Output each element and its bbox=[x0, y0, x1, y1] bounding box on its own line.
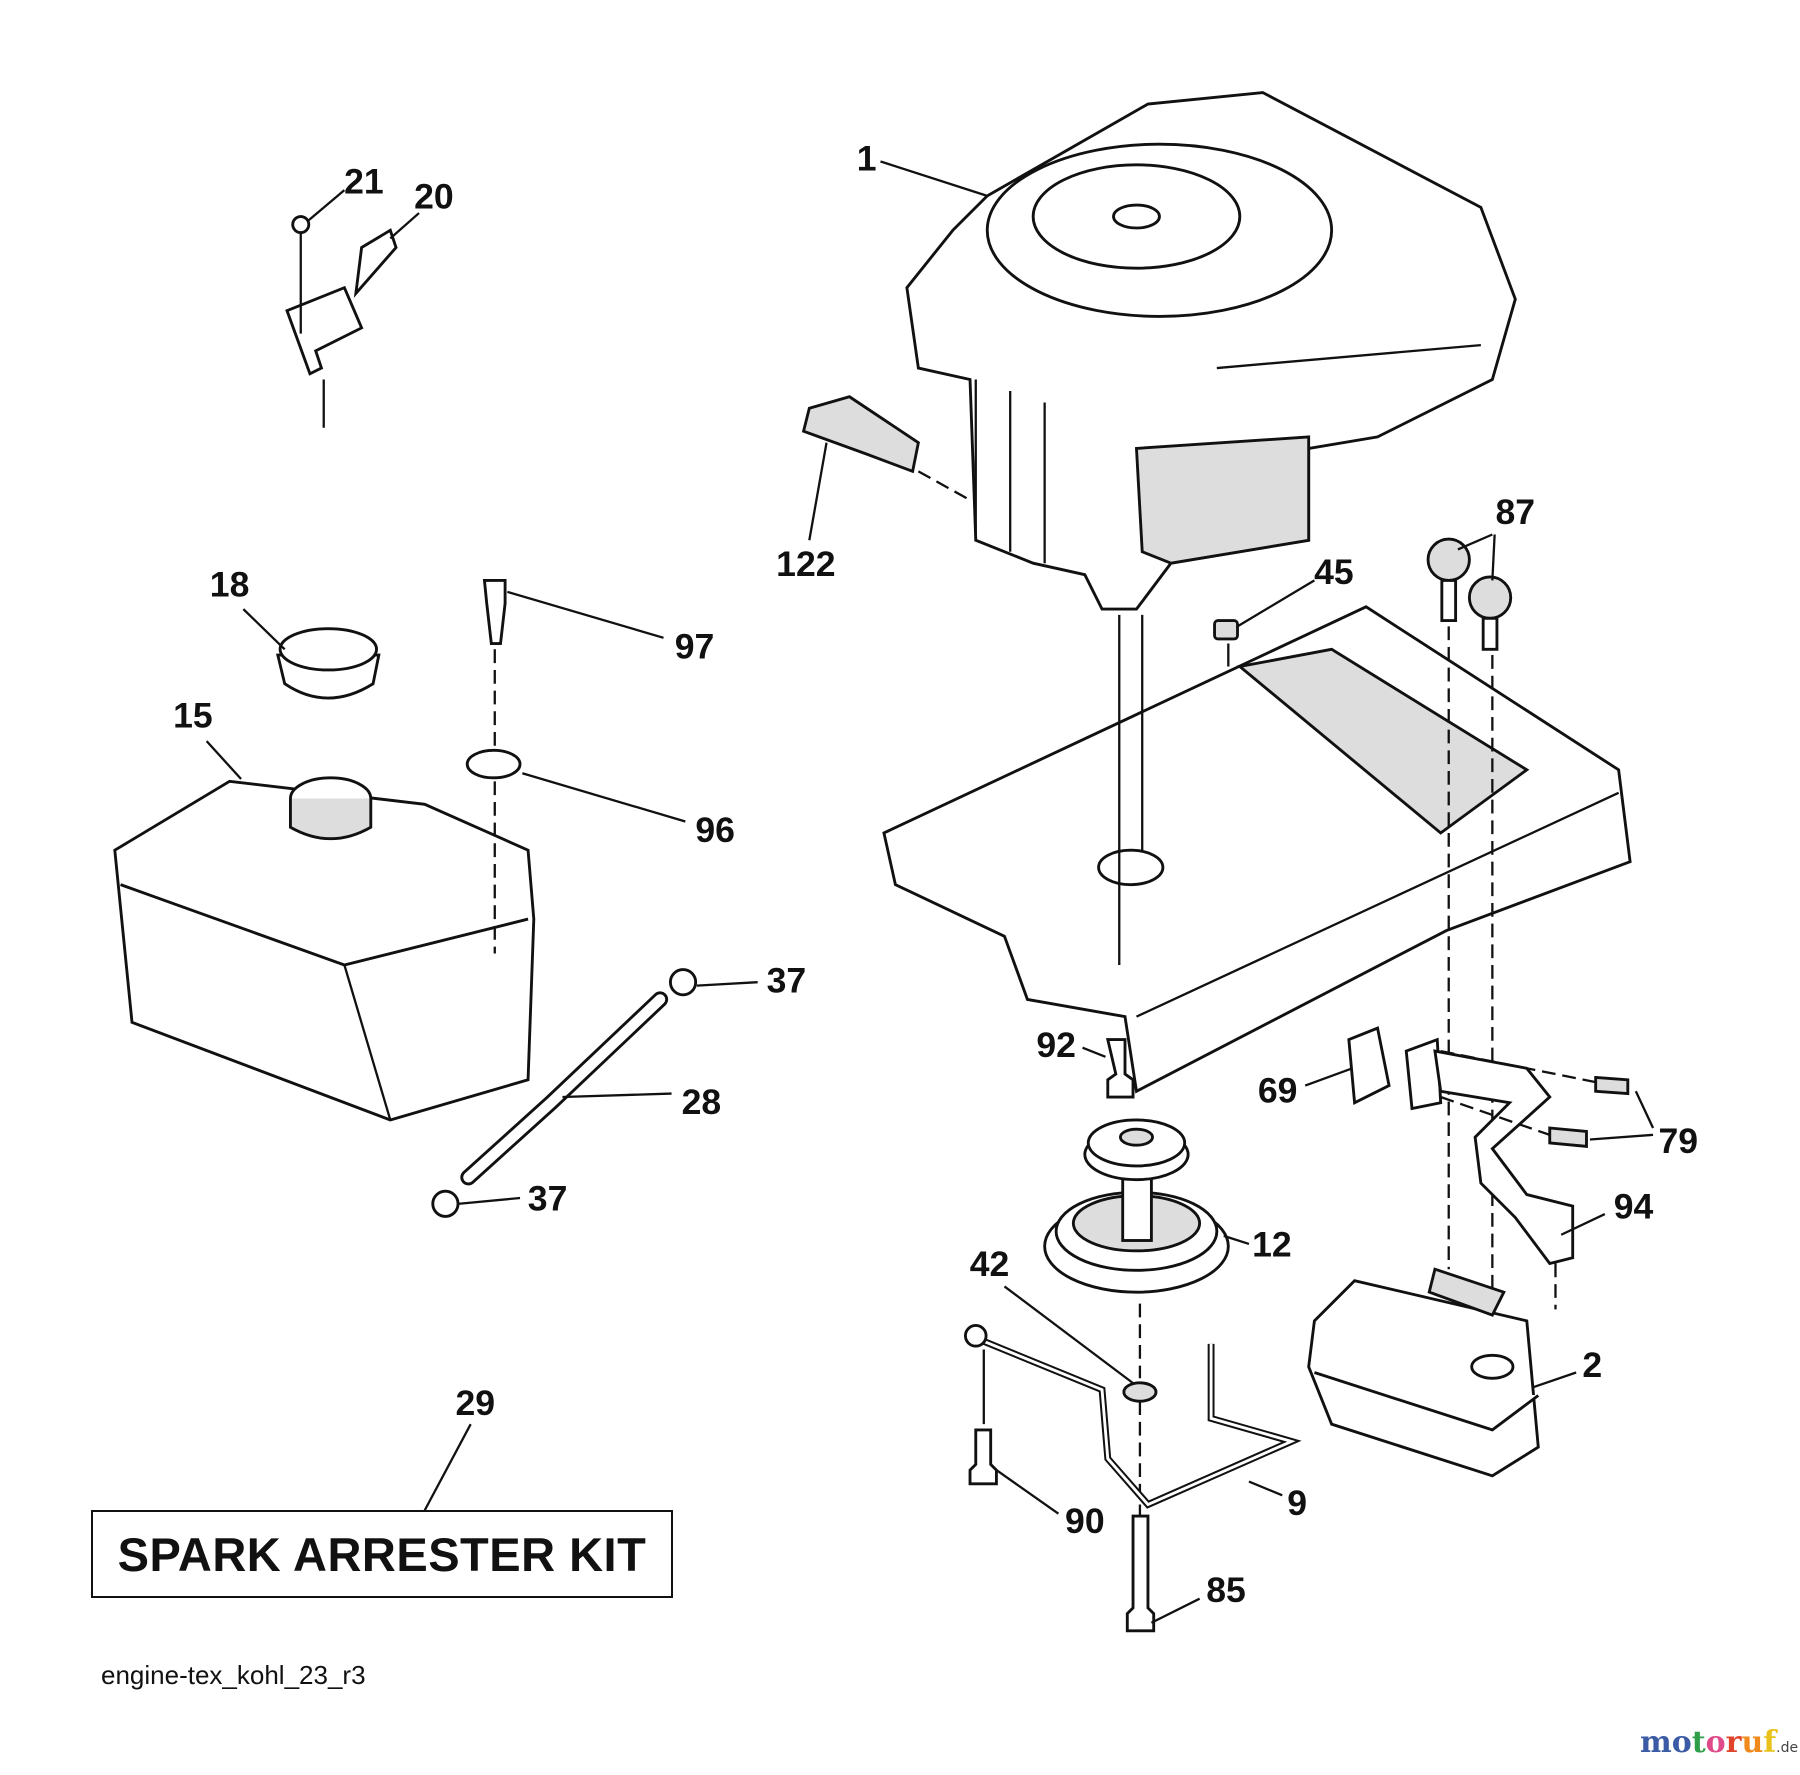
part-label-20: 20 bbox=[414, 176, 454, 216]
rod-part bbox=[974, 1334, 1302, 1509]
bolt-part bbox=[1426, 537, 1513, 651]
clamp-part bbox=[668, 968, 698, 997]
part-label-87: 87 bbox=[1496, 492, 1536, 532]
spark-arrester-kit-label: SPARK ARRESTER KIT bbox=[117, 1527, 647, 1581]
bolt-part bbox=[968, 1428, 998, 1486]
watermark-letter: o bbox=[1705, 1725, 1726, 1760]
watermark-letter: r bbox=[1725, 1725, 1742, 1760]
screw-part bbox=[482, 578, 507, 645]
part-label-85: 85 bbox=[1206, 1570, 1246, 1610]
watermark-logo: motoruf.de bbox=[1640, 1725, 1798, 1760]
part-label-15: 15 bbox=[173, 695, 213, 735]
part-label-21: 21 bbox=[344, 162, 384, 202]
nut-part bbox=[1213, 619, 1239, 641]
spark-arrester-kit-box: SPARK ARRESTER KIT bbox=[91, 1510, 673, 1598]
part-label-29: 29 bbox=[455, 1383, 495, 1423]
muffler-part bbox=[1307, 1267, 1540, 1478]
part-label-2: 2 bbox=[1582, 1345, 1602, 1385]
throttle-control-part bbox=[285, 215, 398, 428]
gasket-part bbox=[1404, 1037, 1443, 1111]
shield-part bbox=[801, 395, 920, 474]
gasket-part bbox=[1347, 1026, 1391, 1105]
watermark-letter: m bbox=[1640, 1725, 1672, 1760]
engine-part bbox=[905, 91, 1517, 611]
clamp-part bbox=[431, 1189, 460, 1218]
engine-mount-plate bbox=[882, 605, 1632, 1094]
part-label-18: 18 bbox=[210, 564, 250, 604]
watermark-name: motoruf bbox=[1640, 1725, 1776, 1760]
watermark-letter: o bbox=[1671, 1725, 1692, 1760]
part-label-69: 69 bbox=[1258, 1071, 1298, 1111]
part-label-90: 90 bbox=[1065, 1501, 1105, 1541]
watermark-tld: .de bbox=[1776, 1740, 1799, 1756]
part-label-37: 37 bbox=[767, 961, 807, 1001]
part-label-37: 37 bbox=[528, 1179, 568, 1219]
part-label-45: 45 bbox=[1314, 552, 1354, 592]
part-label-94: 94 bbox=[1614, 1187, 1654, 1227]
part-label-42: 42 bbox=[970, 1244, 1010, 1284]
watermark-letter: t bbox=[1691, 1725, 1706, 1760]
exhaust-pipe-part bbox=[1433, 1049, 1575, 1266]
part-label-122: 122 bbox=[776, 544, 835, 584]
screw-part bbox=[1548, 1126, 1588, 1148]
part-label-12: 12 bbox=[1252, 1225, 1292, 1265]
fuel-cap-part bbox=[275, 627, 381, 700]
part-label-92: 92 bbox=[1036, 1025, 1076, 1065]
part-label-96: 96 bbox=[695, 810, 735, 850]
leader-lines bbox=[205, 160, 1655, 1624]
watermark-letter: f bbox=[1763, 1725, 1777, 1760]
fuel-tank-part bbox=[113, 776, 536, 1122]
part-label-97: 97 bbox=[675, 626, 715, 666]
watermark-letter: u bbox=[1741, 1725, 1764, 1760]
screw-part bbox=[1594, 1075, 1630, 1096]
part-label-1: 1 bbox=[857, 139, 877, 179]
bolt-part bbox=[1105, 1038, 1135, 1099]
pulley-part bbox=[1043, 1118, 1230, 1294]
part-label-9: 9 bbox=[1287, 1483, 1307, 1523]
bolt-part bbox=[1125, 1514, 1156, 1633]
part-label-79: 79 bbox=[1659, 1121, 1699, 1161]
washer-part bbox=[465, 748, 522, 780]
part-label-28: 28 bbox=[682, 1082, 722, 1122]
washer-part bbox=[1122, 1381, 1158, 1403]
diagram-code: engine-tex_kohl_23_r3 bbox=[101, 1660, 366, 1690]
